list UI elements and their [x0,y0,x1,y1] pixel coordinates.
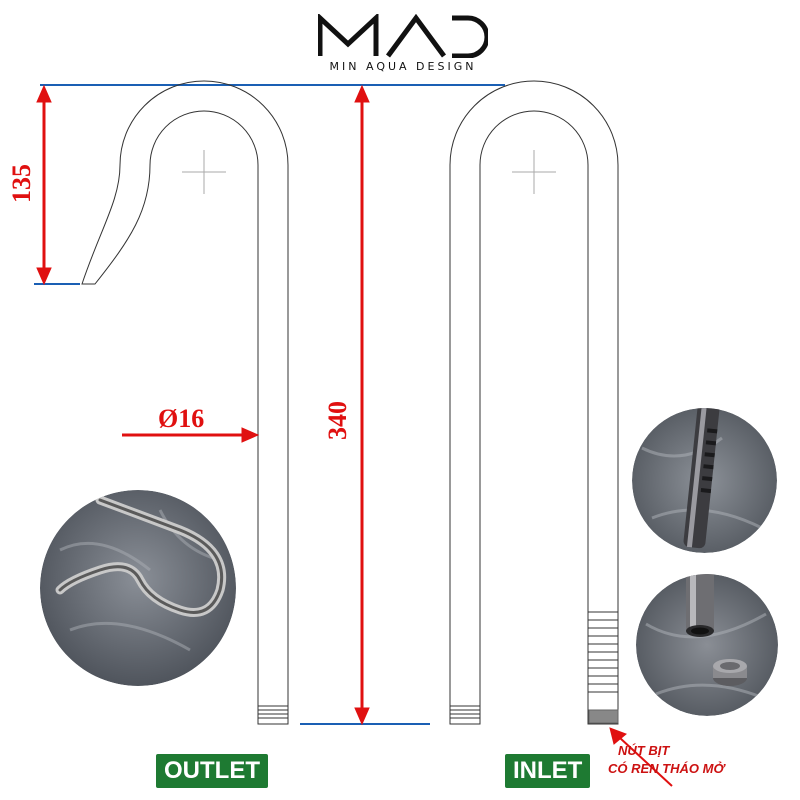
cap-note: NÚT BỊT CÓ REN THÁO MỞ [608,742,724,778]
outlet-label: OUTLET [156,754,268,788]
logo-subtitle: MIN AQUA DESIGN [329,60,477,73]
outlet-photo [40,490,236,686]
total-height-label: 340 [323,401,352,440]
inlet-pipe [449,80,619,725]
inlet-label: INLET [505,754,591,788]
cap-note-line2: CÓ REN THÁO MỞ [608,761,725,776]
dimension-arrows [36,84,673,787]
diameter-label: Ø16 [158,404,205,433]
mad-logo [318,14,488,58]
inlet-cap-photo [636,574,778,716]
outlet-pipe [81,80,289,725]
inlet-slot-photo [632,408,777,553]
hook-height-label: 135 [7,164,36,203]
cap-note-line1: NÚT BỊT [618,743,670,758]
